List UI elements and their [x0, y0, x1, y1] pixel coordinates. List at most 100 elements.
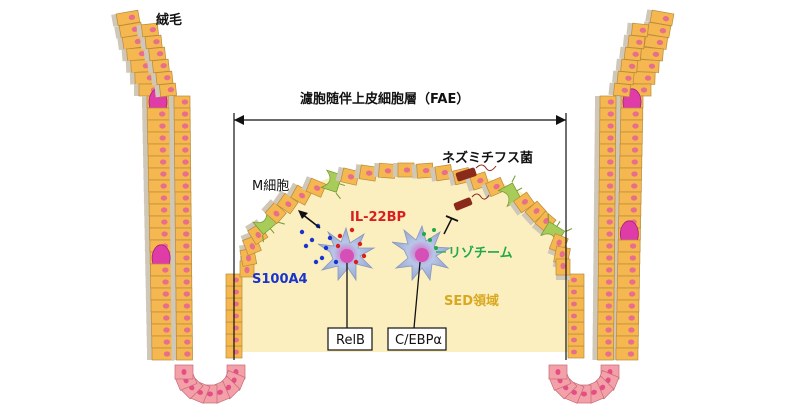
- right-villus-inner-cell: [592, 323, 615, 337]
- dome-cell: [393, 162, 415, 178]
- left-villus-inner-cell: [170, 203, 192, 217]
- right-villus-cell: [612, 275, 640, 289]
- left-villus-cell: [146, 323, 174, 337]
- fae-arrow-right: [556, 115, 566, 125]
- right-villus-cell: [615, 119, 643, 133]
- dome-epithelium: [225, 162, 585, 359]
- lysozyme-dot: [428, 238, 432, 242]
- il22bp-dots: [335, 227, 367, 265]
- il22bp-dot: [335, 243, 341, 249]
- nucleus: [571, 325, 577, 331]
- left-villus-cell: [143, 179, 172, 193]
- right-villus-cell: [612, 263, 640, 277]
- right-villus-cell: [611, 323, 639, 337]
- left-villus-cell: [143, 191, 172, 205]
- left-villus-inner-cell: [169, 179, 192, 193]
- m-cell-label: M細胞: [252, 179, 289, 194]
- left-villus-inner-cell: [169, 95, 191, 109]
- s100a4-dot: [333, 259, 339, 265]
- dome-cell: [411, 162, 434, 179]
- left-villus-cell: [142, 119, 170, 133]
- left-villus-inner-cell: [169, 107, 191, 121]
- left-villus-cell: [144, 227, 172, 241]
- right-villus-inner-cell: [594, 179, 616, 193]
- left-villus-cell: [143, 155, 171, 169]
- left-villus-cell: [143, 167, 171, 181]
- right-villus-inner-cell: [595, 95, 617, 109]
- right-villus-cell: [614, 155, 643, 169]
- right-villus-cell: [613, 203, 642, 217]
- left-villus-inner-cell: [136, 22, 159, 38]
- right-villus-inner-cell: [593, 251, 615, 265]
- il22bp-dot: [353, 259, 359, 265]
- nucleus: [571, 301, 577, 307]
- right-villus-inner-cell: [592, 299, 615, 313]
- right-villus-inner-cell: [593, 227, 616, 241]
- left-villus-cell: [142, 107, 170, 121]
- s100a4-dot: [327, 235, 333, 241]
- dome-cell: [521, 200, 547, 226]
- relb-box: [327, 327, 373, 351]
- inhibition-bar: [445, 215, 459, 222]
- right-villus-inner-cell: [612, 70, 635, 86]
- dome-cell: [509, 191, 536, 216]
- left-villus-inner-cell: [154, 82, 177, 98]
- s100a4-dot: [323, 245, 329, 251]
- left-villus-cell: [146, 299, 174, 313]
- left-villus-inner-cell: [169, 119, 191, 133]
- s100a4-dot: [309, 237, 315, 243]
- s100a4-dot: [313, 259, 319, 265]
- lysozyme-dot: [422, 232, 426, 236]
- left-villus-cell: [144, 215, 172, 229]
- nucleus: [571, 277, 577, 283]
- right-villus-cell: [615, 107, 644, 121]
- secretion-arrowhead: [298, 210, 308, 219]
- nucleus: [571, 337, 577, 343]
- right-villus-inner-cell: [593, 275, 615, 289]
- right-villus-inner-cell: [594, 155, 616, 169]
- lysozyme-label: リゾチーム: [448, 245, 513, 261]
- left-villus-cell: [146, 311, 174, 325]
- left-villus-inner-cell: [171, 311, 193, 325]
- left-villus-cell: [145, 287, 174, 301]
- secretion-arrow: [301, 213, 321, 229]
- left-villus-inner-cell: [170, 287, 193, 301]
- right-villus-inner-cell: [626, 22, 649, 38]
- right-villus-inner-cell: [594, 131, 616, 145]
- left-villus-inner-cell: [169, 131, 191, 145]
- right-villus-cell: [611, 311, 640, 325]
- cebpa-box: [387, 327, 447, 351]
- left-villus-cell: [146, 335, 175, 349]
- left-villus-cell: [145, 275, 173, 289]
- left-villus-inner-cell: [169, 143, 191, 157]
- left-villus-inner-cell: [143, 46, 167, 62]
- dome-cell: [429, 164, 454, 182]
- s100a4-dot: [299, 229, 305, 235]
- bacterium-1: [455, 164, 497, 182]
- right-villus: [592, 9, 675, 361]
- left-villus-cell: [147, 347, 175, 361]
- lysozyme-dot: [432, 228, 436, 232]
- right-villus-inner-cell: [592, 347, 614, 361]
- s100a4-dot: [303, 243, 309, 249]
- left-villus-inner-cell: [169, 167, 192, 181]
- right-villus-cell: [612, 287, 640, 301]
- left-villus-inner-cell: [171, 347, 193, 361]
- dome-cell: [354, 164, 378, 182]
- right-villus-inner-cell: [608, 82, 631, 98]
- left-villus-inner-cell: [170, 275, 193, 289]
- left-villus-cell: [144, 203, 172, 217]
- nucleus: [571, 313, 577, 319]
- right-villus-inner-cell: [594, 107, 617, 121]
- il22bp-dot: [337, 233, 343, 239]
- left-villus-inner-cell: [170, 215, 192, 229]
- right-villus-cell: [614, 191, 642, 205]
- left-villus-inner-cell: [169, 191, 192, 205]
- left-villus-inner-cell: [170, 239, 192, 253]
- right-villus-cell: [610, 347, 639, 361]
- left-villus-inner-cell: [150, 70, 174, 86]
- s100a4-dots: [299, 223, 339, 265]
- right-villus-inner-cell: [593, 287, 615, 301]
- right-villus-cell: [615, 143, 643, 157]
- right-villus-inner-cell: [593, 203, 616, 217]
